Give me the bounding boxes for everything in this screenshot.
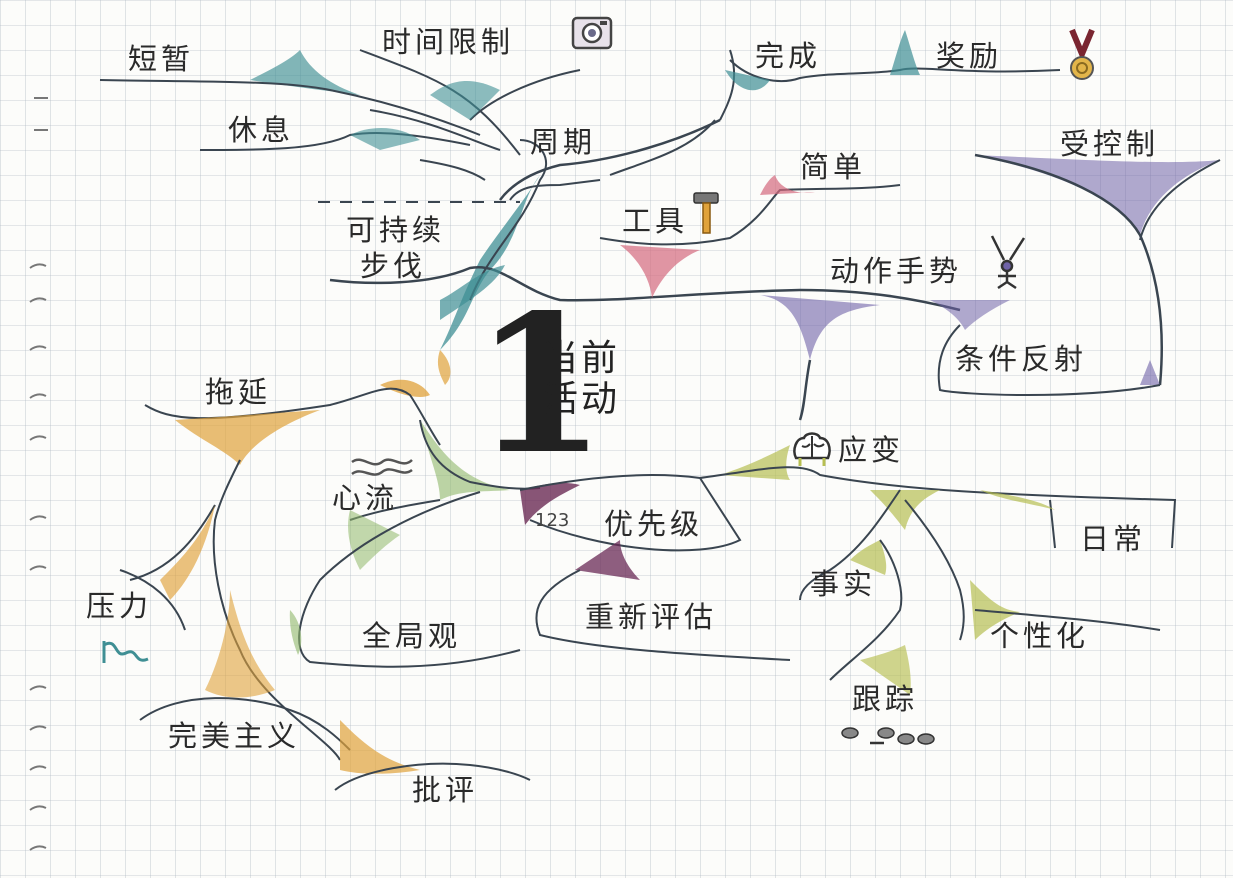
label-controlled: 受控制 [1060,127,1160,161]
label-complete: 完成 [755,39,822,73]
hammer-icon [693,192,719,234]
branch-gestures [760,295,1161,421]
branch-controlled [974,153,1221,386]
branch-adapt [699,445,1177,695]
label-reassess: 重新评估 [585,600,718,634]
label-facts: 事实 [810,567,877,601]
label-adapt: 应变 [838,433,905,467]
label-perfectionism: 完美主义 [168,719,301,753]
label-simple: 简单 [800,150,867,184]
label-priority: 优先级 [604,507,704,541]
branch-flow [289,419,541,668]
label-short: 短暂 [128,42,195,76]
label-cycle: 周期 [530,125,597,159]
label-sustainable-line1: 可持续 [346,213,446,247]
wave-icon [351,458,413,476]
ordered-list-icon: 123 [535,510,569,530]
label-tracking: 跟踪 [852,682,919,716]
center-title-line2: 活动 [542,379,621,421]
label-sustainable-line2: 步伐 [360,249,427,283]
footprints-icon [841,727,935,745]
label-reward: 奖励 [936,39,1003,73]
label-rest: 休息 [228,113,295,147]
label-big-picture: 全局观 [362,619,462,653]
spring-icon [102,641,149,663]
margin-marks [29,97,48,851]
camera-icon [571,16,613,50]
label-flow: 心流 [332,481,399,515]
branch-tools [599,175,901,298]
center-title-line1: 当前 [542,338,621,379]
medal-icon [1069,28,1095,80]
center-number: 1 [474,273,607,496]
label-gestures: 动作手势 [830,254,963,288]
svg-text:123: 123 [535,510,569,530]
center-title: 当前 活动 [542,338,620,421]
branch-procrastination [119,350,531,791]
branch-cycle [99,49,961,350]
label-procrastination: 拖延 [205,375,272,409]
label-criticism: 批评 [412,773,479,807]
stick-figure-icon [990,235,1026,290]
label-time-limit: 时间限制 [382,25,515,59]
label-personalize: 个性化 [990,619,1090,653]
label-reflex: 条件反射 [955,342,1088,376]
brain-icon [793,432,831,466]
branch-complete [609,30,1061,176]
label-tools: 工具 [622,204,689,238]
label-pressure: 压力 [86,589,153,623]
branch-priority [519,474,791,661]
label-daily: 日常 [1080,522,1147,556]
